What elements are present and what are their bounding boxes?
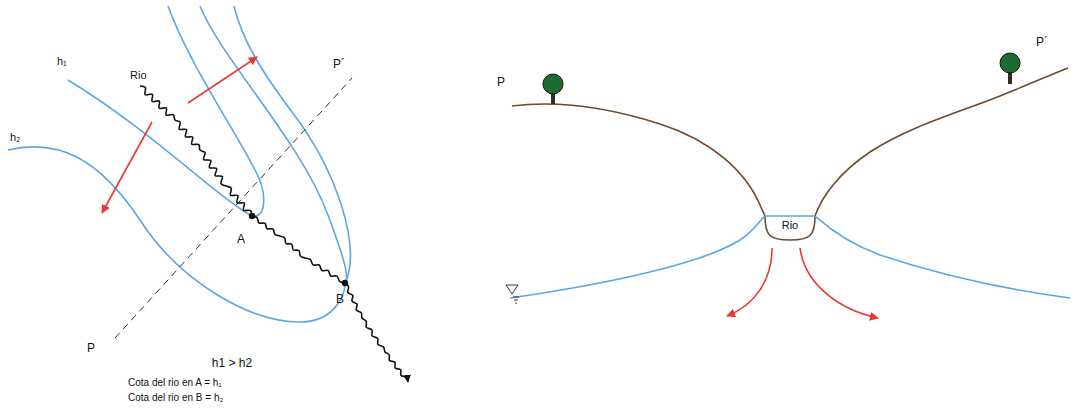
point-label: A bbox=[237, 233, 245, 246]
point-a bbox=[249, 213, 255, 219]
water-table bbox=[510, 216, 1070, 298]
contour-label: h₁ bbox=[57, 55, 67, 67]
section-line bbox=[115, 78, 352, 338]
river-label: Rio bbox=[130, 69, 147, 81]
water-table-left bbox=[510, 216, 765, 298]
point-b bbox=[342, 280, 348, 286]
contour-h2 bbox=[8, 147, 345, 322]
elevation-note: h1 > h2 bbox=[212, 357, 252, 370]
section-end-label: P´ bbox=[333, 58, 345, 71]
flow-arrow bbox=[102, 122, 152, 213]
section-end-label: P´ bbox=[1036, 36, 1048, 49]
tree bbox=[1000, 53, 1020, 84]
water-table-symbol bbox=[506, 285, 519, 303]
infiltration-arrow bbox=[800, 248, 878, 318]
point-label: B bbox=[336, 293, 344, 306]
contour-label: h₂ bbox=[10, 131, 20, 143]
terrain-right bbox=[815, 68, 1068, 216]
elevation-note: Cota del rio en B = h₂ bbox=[128, 392, 223, 403]
river-channel bbox=[765, 216, 815, 240]
section-end-label: P bbox=[87, 342, 95, 355]
contour-line bbox=[200, 6, 347, 283]
section-end-label: P bbox=[497, 76, 505, 89]
flow-arrow bbox=[188, 57, 257, 103]
terrain-left bbox=[512, 104, 765, 216]
infiltration-arrow bbox=[727, 248, 772, 316]
river-line bbox=[140, 86, 408, 382]
water-surface bbox=[765, 215, 815, 217]
water-table-right bbox=[815, 216, 1070, 298]
river-label: Rio bbox=[782, 219, 799, 231]
elevation-note: Cota del rio en A = h₁ bbox=[128, 377, 222, 388]
tree bbox=[543, 74, 563, 104]
contour-line bbox=[234, 6, 350, 283]
terrain-profile bbox=[512, 68, 1068, 240]
contour-lines bbox=[8, 6, 350, 322]
